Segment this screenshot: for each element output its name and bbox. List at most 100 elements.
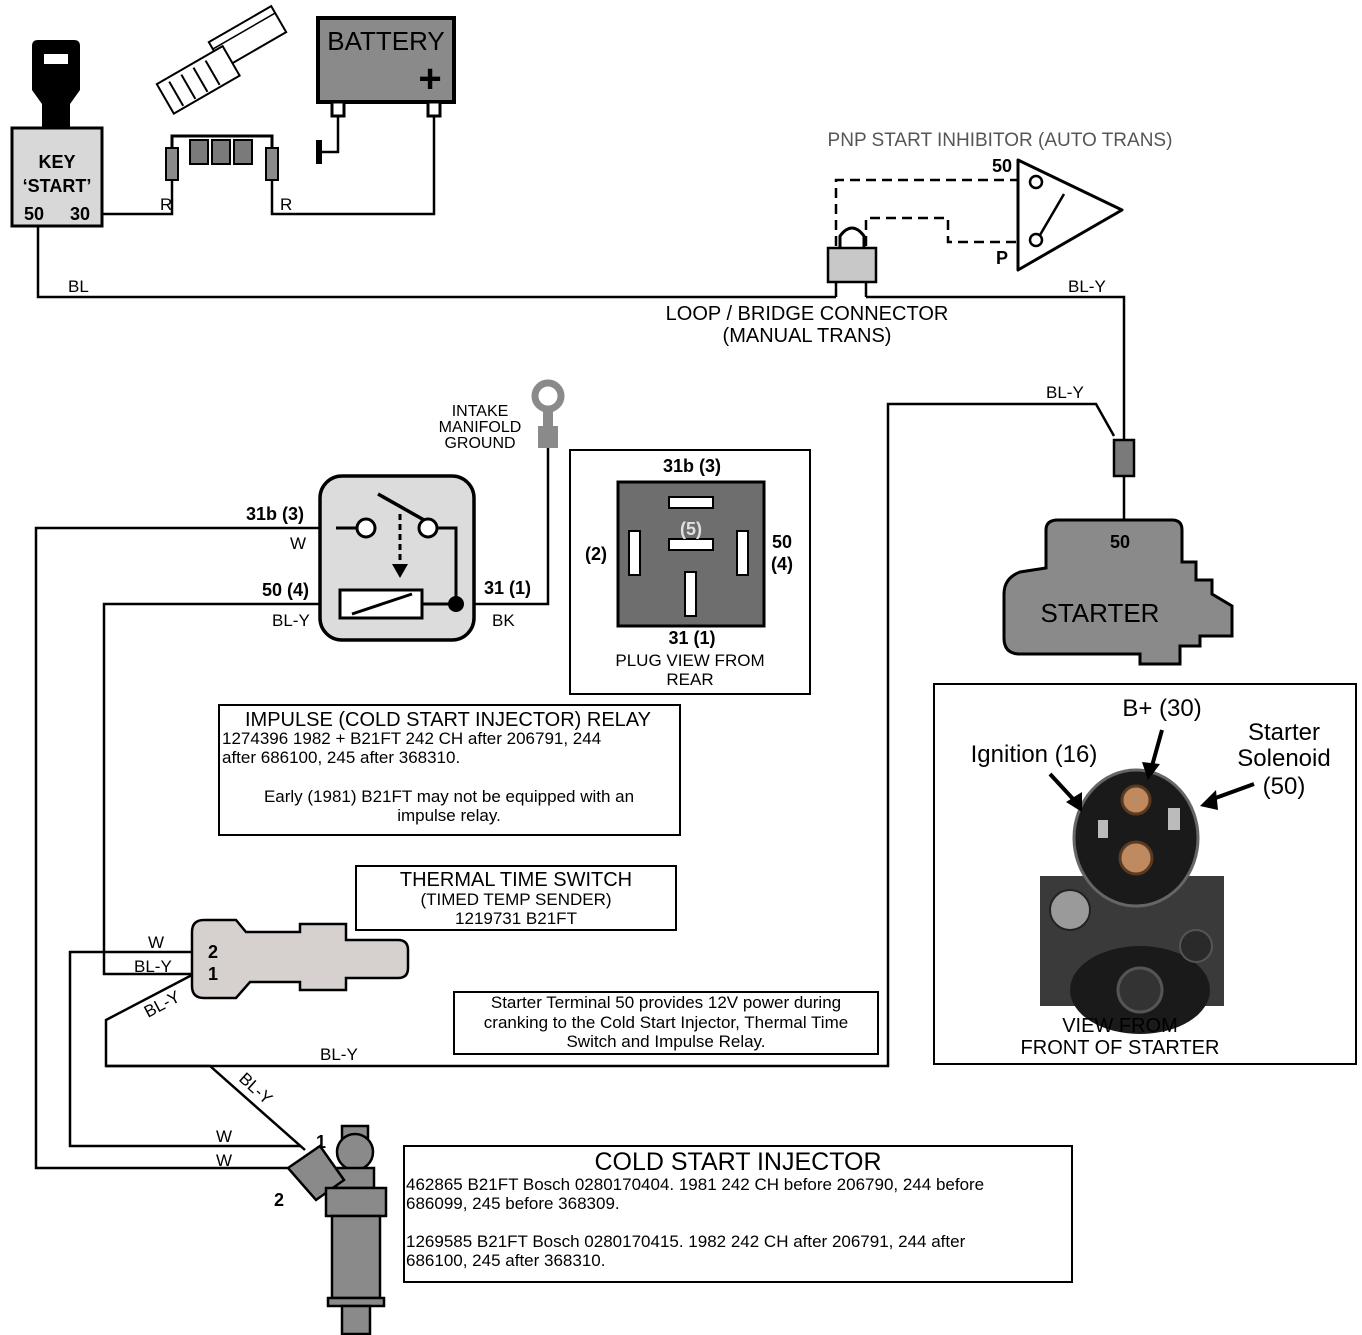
plug-slot-4 — [736, 530, 749, 576]
wire-key50-bl — [36, 226, 836, 299]
wire-relay-w — [34, 526, 336, 1170]
plug-pin-center: (5) — [680, 519, 702, 539]
ground-label-3: GROUND — [444, 435, 515, 452]
wire-relay-bly — [102, 602, 336, 976]
ground-ring-icon — [531, 379, 565, 413]
ground-label-2: MANIFOLD — [439, 419, 522, 436]
starter-view-caption-2: FRONT OF STARTER — [1021, 1037, 1220, 1059]
injector-connector — [286, 1144, 346, 1202]
injector-line-2: 686099, 245 before 368309. — [406, 1194, 620, 1213]
wires — [34, 114, 1126, 1170]
note-line-1: Starter Terminal 50 provides 12V power d… — [491, 993, 841, 1012]
terminal-16-spade — [1098, 820, 1108, 838]
starter-terminal-50: 50 — [1110, 532, 1130, 552]
injector-pin-1: 1 — [316, 1132, 326, 1152]
plug-caption-2: REAR — [666, 670, 713, 689]
plug-pin-right-a: 50 — [772, 532, 792, 552]
wire-bly-to-injector — [106, 1064, 306, 1151]
plug-pin-bottom: 31 (1) — [668, 628, 715, 648]
starter-front-view: B+ (30) Ignition (16) Starter Solenoid (… — [933, 683, 1357, 1065]
relay-switch-arm — [377, 492, 425, 522]
ground-symbol-icon — [316, 140, 322, 164]
starter-connector — [1112, 438, 1136, 478]
thermal-time-switch: 2 1 — [190, 918, 410, 1000]
inhibitor-contact-50 — [1028, 174, 1044, 190]
note-frame — [453, 991, 879, 1055]
key-hole — [44, 54, 68, 64]
injector-info: COLD START INJECTOR 462865 B21FT Bosch 0… — [403, 1145, 1073, 1283]
cold-start-injector: 1 2 — [274, 1124, 388, 1335]
wire-label-r2: R — [280, 195, 292, 214]
solenoid-label-3: (50) — [1263, 773, 1306, 800]
impulse-relay: 31b (3) W 50 (4) BL-Y 31 (1) BK — [246, 474, 531, 642]
starter-body — [1002, 518, 1234, 666]
ground-label-1: INTAKE — [452, 403, 509, 420]
ignition-label: Ignition (16) — [971, 741, 1098, 768]
relay-pin-50: 50 (4) — [262, 580, 309, 600]
battery-label: BATTERY — [327, 26, 445, 56]
injector-line-3: 1269585 B21FT Bosch 0280170415. 1982 242… — [406, 1232, 966, 1251]
inhibitor-pin-50: 50 — [992, 156, 1012, 176]
pnp-start-inhibitor: PNP START INHIBITOR (AUTO TRANS) 50 P — [828, 130, 1172, 272]
key-icon — [32, 40, 80, 128]
bridge-loop — [838, 226, 866, 250]
relay-info-line-1: 1274396 1982 + B21FT 242 CH after 206791… — [222, 729, 601, 748]
battery: BATTERY + — [316, 16, 456, 164]
injector-pin-2: 2 — [274, 1190, 284, 1210]
bridge-body — [826, 246, 878, 284]
wire-starter50-bly — [104, 402, 1116, 1068]
wire-key-to-fuse — [100, 180, 174, 216]
wire-label-bly-tts: BL-Y — [134, 957, 172, 976]
fuse-box — [155, 4, 288, 181]
wire-inhibitor-50 — [834, 178, 1020, 246]
bridge-sublabel: (MANUAL TRANS) — [723, 325, 892, 347]
wire-inhibitor-p — [864, 216, 1020, 246]
wire-label-bly-starter: BL-Y — [1046, 383, 1084, 402]
fuse-bracket — [170, 134, 274, 150]
relay-wire-bk: BK — [492, 611, 515, 630]
injector-info-frame — [403, 1145, 1073, 1283]
relay-info-frame — [218, 704, 681, 836]
tts-info-frame — [355, 865, 677, 931]
starter: 50 STARTER — [1002, 438, 1234, 666]
wire-label-bly-inj: BL-Y — [235, 1069, 276, 1108]
terminal-mot-stud — [1118, 840, 1154, 876]
solenoid-cap — [1072, 768, 1200, 908]
relay-pin-31b: 31b (3) — [246, 504, 304, 524]
fuse-connector-left — [165, 147, 179, 181]
plug-slot-5 — [668, 538, 714, 551]
plug-slot-3 — [668, 496, 714, 509]
relay-wire-bly: BL-Y — [272, 611, 310, 630]
note-line-3: Switch and Impulse Relay. — [566, 1032, 765, 1051]
relay-info-line-4: impulse relay. — [397, 806, 501, 825]
tts-info: THERMAL TIME SWITCH (TIMED TEMP SENDER) … — [355, 865, 677, 931]
tts-pin-2: 2 — [208, 942, 218, 962]
key-switch: KEY ‘START’ 50 30 — [10, 40, 104, 228]
injector-nozzle — [340, 1304, 372, 1335]
fuse-1 — [189, 139, 209, 165]
injector-title: COLD START INJECTOR — [594, 1148, 881, 1176]
wire-label-bl: BL — [68, 277, 89, 296]
starter-label: STARTER — [1041, 598, 1160, 628]
battery-neg-terminal — [330, 100, 346, 118]
injector-body — [330, 1214, 382, 1300]
injector-line-4: 686100, 245 after 368310. — [406, 1251, 605, 1270]
injector-line-1: 462865 B21FT Bosch 0280170404. 1981 242 … — [406, 1175, 984, 1194]
plug-caption-1: PLUG VIEW FROM — [615, 651, 764, 670]
inhibitor-pin-p: P — [996, 248, 1008, 268]
plug-pin-top: 31b (3) — [663, 456, 721, 476]
wire-label-w-inj-1: W — [216, 1127, 232, 1146]
fuse-2 — [211, 139, 231, 165]
b-plus-arrow-icon — [1142, 762, 1160, 780]
battery-pos-terminal — [426, 100, 442, 118]
key-switch-body — [10, 126, 104, 228]
key-start-label: ‘START’ — [23, 176, 92, 196]
terminal-30-stud — [1120, 784, 1152, 816]
injector-flange — [324, 1186, 388, 1218]
wire-bridge-to-starter — [866, 295, 1126, 440]
solenoid-label-1: Starter — [1248, 719, 1320, 746]
ignition-arrow-icon — [1066, 792, 1082, 812]
relay-info-title: IMPULSE (COLD START INJECTOR) RELAY — [245, 709, 651, 731]
plug-slot-1 — [684, 571, 697, 617]
